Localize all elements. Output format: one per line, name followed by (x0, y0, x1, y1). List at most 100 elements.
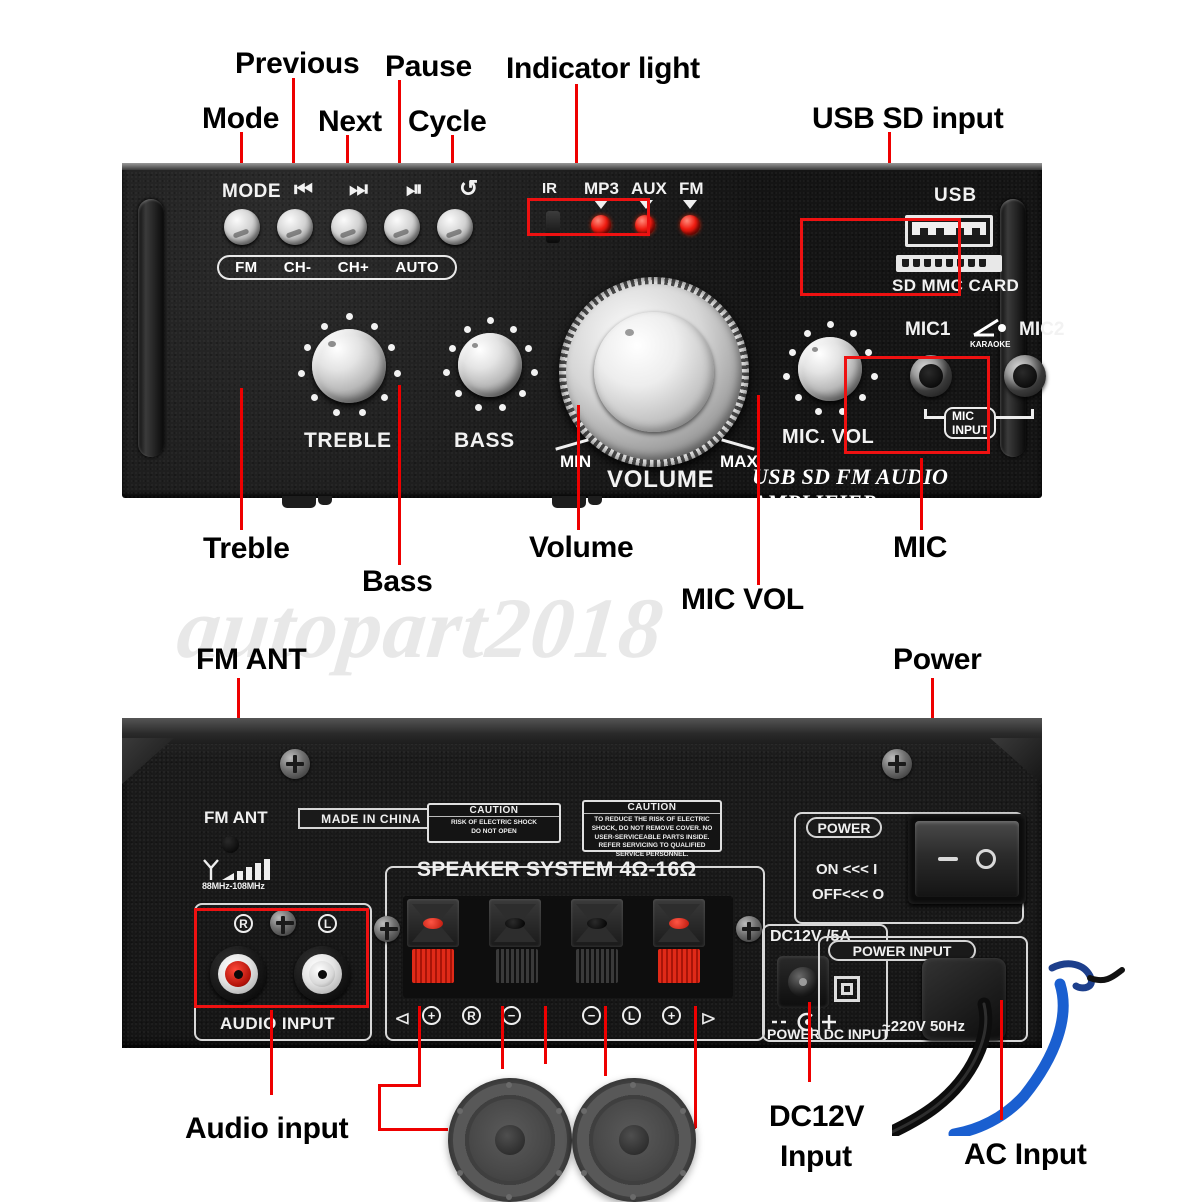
button-legend-cycle: ↺ (459, 175, 479, 201)
annotation-mode: Mode (202, 102, 280, 135)
leader-term-4 (604, 1006, 607, 1076)
rear-screw-spk-right (736, 916, 762, 942)
caution-box-left: CAUTION RISK OF ELECTRIC SHOCK DO NOT OP… (427, 803, 561, 843)
leader-term-1 (418, 1006, 421, 1084)
power-rocker-switch[interactable] (915, 821, 1019, 897)
lever-r-plus[interactable] (412, 949, 454, 983)
rear-screw-spk-left (374, 916, 400, 942)
led-mp3 (591, 215, 611, 235)
volume-knob[interactable] (594, 312, 714, 432)
brand-line: USB SD FM AUDIO AMPLIFIER (752, 464, 949, 515)
mic1-label: MIC1 (905, 319, 951, 340)
caution-left-line1: RISK OF ELECTRIC SHOCK (451, 819, 537, 826)
power-rocker-frame[interactable] (908, 814, 1026, 904)
leader-mic-vol (757, 395, 760, 585)
annotation-bass: Bass (362, 565, 433, 598)
led-fm (680, 215, 700, 235)
leader-volume (577, 405, 580, 530)
cycle-button[interactable] (437, 209, 473, 245)
speaker-left (448, 1078, 572, 1202)
terminal-l-plus[interactable] (653, 899, 705, 947)
front-foot-left (282, 496, 316, 508)
volume-min-tick (555, 438, 589, 451)
terminal-l-minus[interactable] (571, 899, 623, 947)
led-label-fm: FM (679, 179, 704, 198)
mic2-jack[interactable] (1004, 355, 1046, 397)
rocker-on-mark (938, 857, 958, 861)
audio-input-label: AUDIO INPUT (220, 1014, 335, 1033)
annotation-dc12v-input-line2: Input (780, 1140, 852, 1173)
front-foot-mid (552, 496, 586, 508)
annotation-fm-ant: FM ANT (196, 643, 307, 676)
annotation-ac-input: AC Input (964, 1138, 1087, 1171)
rear-screw-audio (270, 910, 296, 936)
annotation-mic-vol: MIC VOL (681, 583, 804, 616)
next-button[interactable] (331, 209, 367, 245)
volume-label: VOLUME (607, 466, 715, 493)
ir-receiver-icon: IR (542, 180, 557, 197)
treble-knob-assembly[interactable] (296, 312, 402, 419)
karaoke-label: KARAOKE (970, 340, 1011, 349)
rear-screw-top-left (280, 749, 310, 779)
speaker-channel-r: R (462, 1006, 481, 1025)
lever-l-plus[interactable] (658, 949, 700, 983)
previous-button[interactable] (277, 209, 313, 245)
polarity-l-minus: − (582, 1006, 601, 1025)
rca-jack-right[interactable] (210, 946, 266, 1002)
rocker-off-mark (976, 849, 996, 869)
legend-auto: AUTO (395, 259, 439, 276)
rca-jack-left[interactable] (294, 946, 350, 1002)
fm-signal-icon (200, 858, 276, 889)
annotation-dc12v-input-line1: DC12V (769, 1100, 865, 1133)
mic-vol-knob-dots (782, 320, 878, 417)
polarity-r-minus: − (502, 1006, 521, 1025)
leader-term-1-h (378, 1084, 421, 1087)
leader-term-3 (544, 1006, 547, 1064)
led-pointer-aux (639, 200, 653, 209)
annotation-cycle: Cycle (408, 105, 487, 138)
led-aux (635, 215, 655, 235)
speaker-symbol-right: ⊳ (700, 1008, 717, 1030)
dc-power-jack[interactable] (777, 956, 829, 1008)
mode-button[interactable] (224, 209, 260, 245)
front-foot-left-pin (318, 496, 332, 505)
treble-knob[interactable] (312, 329, 386, 403)
speaker-system-label: SPEAKER SYSTEM 4Ω-16Ω (417, 858, 697, 881)
power-cables (892, 960, 1125, 1136)
highlight-indicator-leds (527, 198, 650, 236)
front-panel-face: MODE ⏮ ⏭ ⏯ ↺ IR FM CH- CH+ AUTO MP3 AU (182, 171, 1064, 515)
sd-card-slot[interactable] (896, 255, 1002, 272)
annotation-audio-input: Audio input (185, 1112, 349, 1145)
volume-max-tick (721, 438, 755, 451)
volume-min-label: MIN (560, 452, 592, 471)
treble-label: TREBLE (304, 429, 392, 452)
leader-term-1-v2 (378, 1084, 381, 1130)
fm-frequency-range: 88MHz-108MHz (202, 881, 265, 891)
power-label: POWER (806, 817, 882, 838)
fm-antenna-socket[interactable] (222, 836, 239, 853)
mic1-jack[interactable] (910, 355, 952, 397)
rear-panel-unit: FM ANT 88MHz-108MHz MADE IN CHINA R L AU… (122, 718, 1125, 1136)
karaoke-icon (972, 317, 1008, 343)
ac-power-inlet[interactable] (922, 958, 1006, 1040)
caution-right-body: TO REDUCE THE RISK OF ELECTRIC SHOCK, DO… (591, 816, 713, 859)
bass-knob-assembly[interactable] (442, 316, 538, 413)
lever-r-minus[interactable] (496, 949, 538, 983)
leader-term-5 (694, 1006, 697, 1128)
mic-vol-knob-assembly[interactable] (782, 320, 878, 417)
bass-knob[interactable] (458, 333, 522, 397)
bass-knob-dots (442, 316, 538, 413)
rear-panel-top-edge (122, 718, 1042, 744)
annotation-power: Power (893, 643, 982, 676)
pause-button[interactable] (384, 209, 420, 245)
speaker-system-group (385, 866, 765, 1041)
mic-vol-knob[interactable] (798, 337, 862, 401)
legend-fm: FM (235, 259, 258, 276)
terminal-r-plus[interactable] (407, 899, 459, 947)
button-legend-pause: ⏯ (406, 178, 423, 201)
annotation-indicator-light: Indicator light (506, 52, 700, 85)
rca-label-r: R (234, 914, 253, 933)
terminal-r-minus[interactable] (489, 899, 541, 947)
lever-l-minus[interactable] (576, 949, 618, 983)
